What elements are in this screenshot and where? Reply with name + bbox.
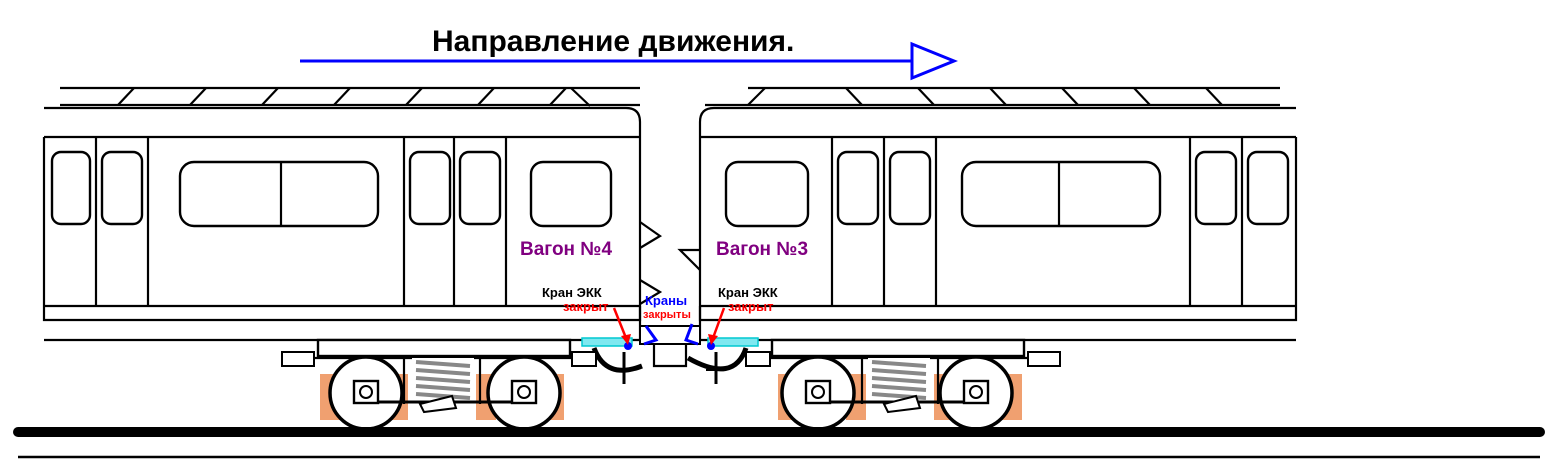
- cranes-handle-right: [684, 323, 699, 346]
- car-4-door-left: [50, 137, 150, 306]
- intercar-cranes-state: закрыты: [643, 309, 691, 321]
- car-4-body: [42, 106, 663, 340]
- ekk-valve-car-4-dot: [624, 342, 632, 350]
- car-3-door-left: [830, 137, 938, 306]
- car-3-door-right: [1188, 137, 1290, 306]
- car-3-label: Вагон №3: [716, 239, 808, 260]
- car-3-end-flap: [677, 248, 701, 271]
- car-3-valve-label: Кран ЭКК: [718, 285, 778, 300]
- brake-pipe-car-4: [581, 337, 633, 347]
- pointer-arrow-car-4: [612, 307, 631, 345]
- car-3-window-end: [724, 160, 810, 228]
- car-4-label: Вагон №4: [520, 239, 612, 260]
- roof-structure: [60, 86, 1280, 107]
- car-3-window-large: [960, 160, 1162, 228]
- car-4-window-end: [529, 160, 613, 228]
- bogie-car-3: [745, 338, 1061, 431]
- car-4-end-flap: [639, 279, 663, 305]
- car-4-door-right: [402, 137, 508, 306]
- bogie-car-4: [281, 338, 597, 431]
- car-4-valve-state: закрыт: [563, 299, 608, 314]
- suspension-spring: [412, 358, 474, 400]
- car-4-window-large: [178, 160, 380, 228]
- direction-title: Направление движения.: [432, 25, 794, 58]
- intercar-hose-car-3: [686, 347, 749, 384]
- brake-pipe-car-3: [707, 337, 759, 347]
- cranes-handle-left: [643, 325, 659, 346]
- car-3-body: [677, 106, 1298, 340]
- car-4-end-flap: [639, 221, 663, 249]
- car-3-valve-state: закрыт: [728, 299, 773, 314]
- car-4-valve-label: Кран ЭКК: [542, 285, 602, 300]
- ekk-valve-car-3-dot: [707, 342, 715, 350]
- intercar-hose-car-4: [591, 347, 643, 384]
- direction-arrow: [300, 41, 958, 81]
- intercar-cranes-label: Краны: [645, 293, 687, 308]
- pointer-arrow-car-3: [708, 307, 726, 345]
- suspension-spring: [868, 358, 930, 400]
